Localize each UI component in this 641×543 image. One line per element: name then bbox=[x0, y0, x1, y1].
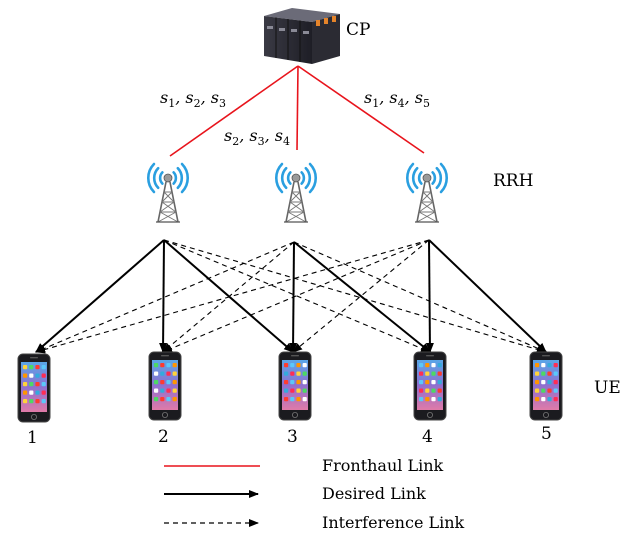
desired-link-rrh1-ue3 bbox=[163, 239, 294, 353]
interference-links bbox=[35, 239, 547, 354]
rrh-towers bbox=[147, 162, 448, 223]
smartphone-icon bbox=[278, 351, 312, 421]
antenna-tower-icon bbox=[406, 162, 448, 223]
fronthaul-link-rrh1 bbox=[169, 65, 299, 157]
interference-link-rrh3-ue1 bbox=[35, 239, 430, 354]
desired-link-rrh1-ue2 bbox=[159, 239, 168, 353]
interference-link-rrh3-ue3 bbox=[292, 239, 430, 353]
ue-number-1: 1 bbox=[27, 428, 38, 448]
interference-link-rrh1-ue4 bbox=[163, 239, 431, 353]
fronthaul-label-rrh3: s1, s4, s5 bbox=[364, 88, 430, 110]
fronthaul-link-rrh3 bbox=[297, 65, 425, 154]
ue-label: UE bbox=[594, 378, 621, 398]
legend-interference-label: Interference Link bbox=[322, 513, 465, 532]
ue-number-5: 5 bbox=[541, 424, 552, 444]
interference-link-rrh1-ue5 bbox=[163, 239, 547, 354]
legend-fronthaul-label: Fronthaul Link bbox=[322, 456, 444, 475]
desired-link-rrh1-ue1 bbox=[35, 239, 165, 353]
rrh-label: RRH bbox=[493, 171, 533, 191]
interference-link-rrh2-ue5 bbox=[293, 241, 547, 353]
server-rack-icon bbox=[264, 8, 340, 64]
desired-links bbox=[35, 239, 547, 353]
smartphone-icon bbox=[529, 351, 563, 421]
fronthaul-link-rrh2 bbox=[296, 65, 299, 151]
interference-link-rrh3-ue2 bbox=[162, 239, 430, 353]
fronthaul-links bbox=[169, 65, 425, 157]
ue-number-3: 3 bbox=[287, 427, 298, 447]
fronthaul-label-rrh2: s2, s3, s4 bbox=[224, 126, 290, 148]
antenna-tower-icon bbox=[147, 162, 189, 223]
cp-label: CP bbox=[346, 20, 370, 40]
ue-devices bbox=[17, 351, 563, 423]
fronthaul-label-rrh1: s1, s2, s3 bbox=[160, 88, 226, 110]
interference-link-rrh2-ue1 bbox=[35, 241, 295, 353]
antenna-tower-icon bbox=[275, 162, 317, 223]
desired-link-rrh2-ue4 bbox=[293, 241, 431, 353]
smartphone-icon bbox=[413, 351, 447, 421]
legend: Fronthaul Link Desired Link Interference… bbox=[164, 456, 465, 532]
desired-link-rrh3-ue5 bbox=[428, 239, 547, 353]
ue-number-2: 2 bbox=[158, 427, 169, 447]
smartphone-icon bbox=[148, 351, 182, 421]
desired-link-rrh3-ue4 bbox=[425, 239, 434, 353]
ue-number-4: 4 bbox=[422, 427, 433, 447]
legend-desired-label: Desired Link bbox=[322, 484, 426, 503]
smartphone-icon bbox=[17, 353, 51, 423]
